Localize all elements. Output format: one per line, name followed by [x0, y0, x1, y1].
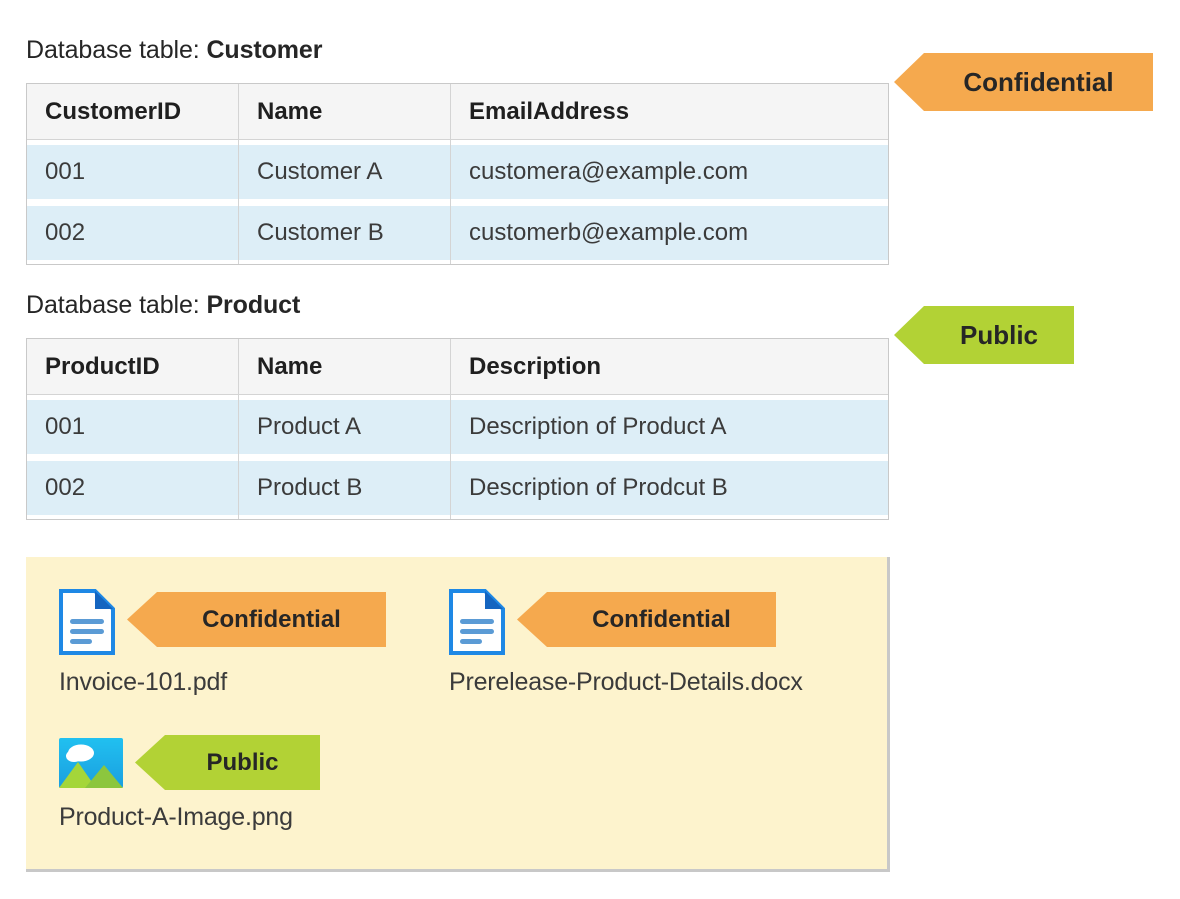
column-header-name: Name: [239, 339, 451, 395]
column-header-name: Name: [239, 84, 451, 140]
badge-label: Confidential: [202, 605, 341, 633]
customer-table: CustomerID Name EmailAddress 001 Custome…: [26, 83, 889, 265]
document-icon: [59, 589, 115, 655]
cell-text: Customer B: [239, 206, 450, 260]
cell-description: Description of Prodcut B: [451, 457, 888, 519]
classification-badge-public-product: Public: [894, 306, 1074, 364]
badge-label: Confidential: [963, 66, 1114, 97]
table-row: 002 Customer B customerb@example.com: [27, 202, 888, 264]
cell-customerid: 002: [27, 202, 239, 264]
document-icon: [449, 589, 505, 655]
file-name-prerelease: Prerelease-Product-Details.docx: [449, 668, 803, 696]
cell-text: 002: [27, 206, 238, 260]
cell-name: Customer B: [239, 202, 451, 264]
caption-customer-table: Database table: Customer: [26, 36, 322, 65]
classification-badge-public-file-3: Public: [135, 735, 320, 790]
cell-customerid: 001: [27, 140, 239, 202]
image-icon: [59, 738, 123, 788]
cell-emailaddress: customerb@example.com: [451, 202, 888, 264]
column-header-productid: ProductID: [27, 339, 239, 395]
caption-prefix: Database table:: [26, 36, 207, 64]
cell-productid: 001: [27, 395, 239, 457]
caption-product-table: Database table: Product: [26, 291, 300, 320]
cell-emailaddress: customera@example.com: [451, 140, 888, 202]
cell-name: Product A: [239, 395, 451, 457]
badge-label: Confidential: [592, 605, 731, 633]
table-row: 001 Customer A customera@example.com: [27, 140, 888, 202]
column-header-customerid: CustomerID: [27, 84, 239, 140]
column-header-emailaddress: EmailAddress: [451, 84, 888, 140]
cell-text: customera@example.com: [451, 145, 888, 199]
table-row: 002 Product B Description of Prodcut B: [27, 457, 888, 519]
table-row: 001 Product A Description of Product A: [27, 395, 888, 457]
cell-text: Customer A: [239, 145, 450, 199]
cell-text: 001: [27, 400, 238, 454]
badge-label: Public: [959, 319, 1038, 350]
classification-badge-confidential-file-2: Confidential: [517, 592, 776, 647]
column-header-description: Description: [451, 339, 888, 395]
cell-name: Customer A: [239, 140, 451, 202]
cell-description: Description of Product A: [451, 395, 888, 457]
cell-text: 002: [27, 461, 238, 515]
cell-text: Description of Product A: [451, 400, 888, 454]
cell-text: Product A: [239, 400, 450, 454]
product-table: ProductID Name Description 001 Product A…: [26, 338, 889, 520]
caption-table-name: Product: [206, 291, 301, 319]
file-name-product-image: Product-A-Image.png: [59, 803, 293, 831]
cell-text: 001: [27, 145, 238, 199]
table-header-row: ProductID Name Description: [27, 339, 888, 395]
table-header-row: CustomerID Name EmailAddress: [27, 84, 888, 140]
caption-prefix: Database table:: [26, 291, 207, 319]
badge-label: Public: [206, 748, 279, 776]
caption-table-name: Customer: [206, 36, 323, 64]
cell-name: Product B: [239, 457, 451, 519]
classification-badge-confidential-file-1: Confidential: [127, 592, 386, 647]
cell-text: Description of Prodcut B: [451, 461, 888, 515]
cell-text: Product B: [239, 461, 450, 515]
cell-text: customerb@example.com: [451, 206, 888, 260]
file-name-invoice: Invoice-101.pdf: [59, 668, 227, 696]
classification-badge-confidential-customer: Confidential: [894, 53, 1153, 111]
cell-productid: 002: [27, 457, 239, 519]
